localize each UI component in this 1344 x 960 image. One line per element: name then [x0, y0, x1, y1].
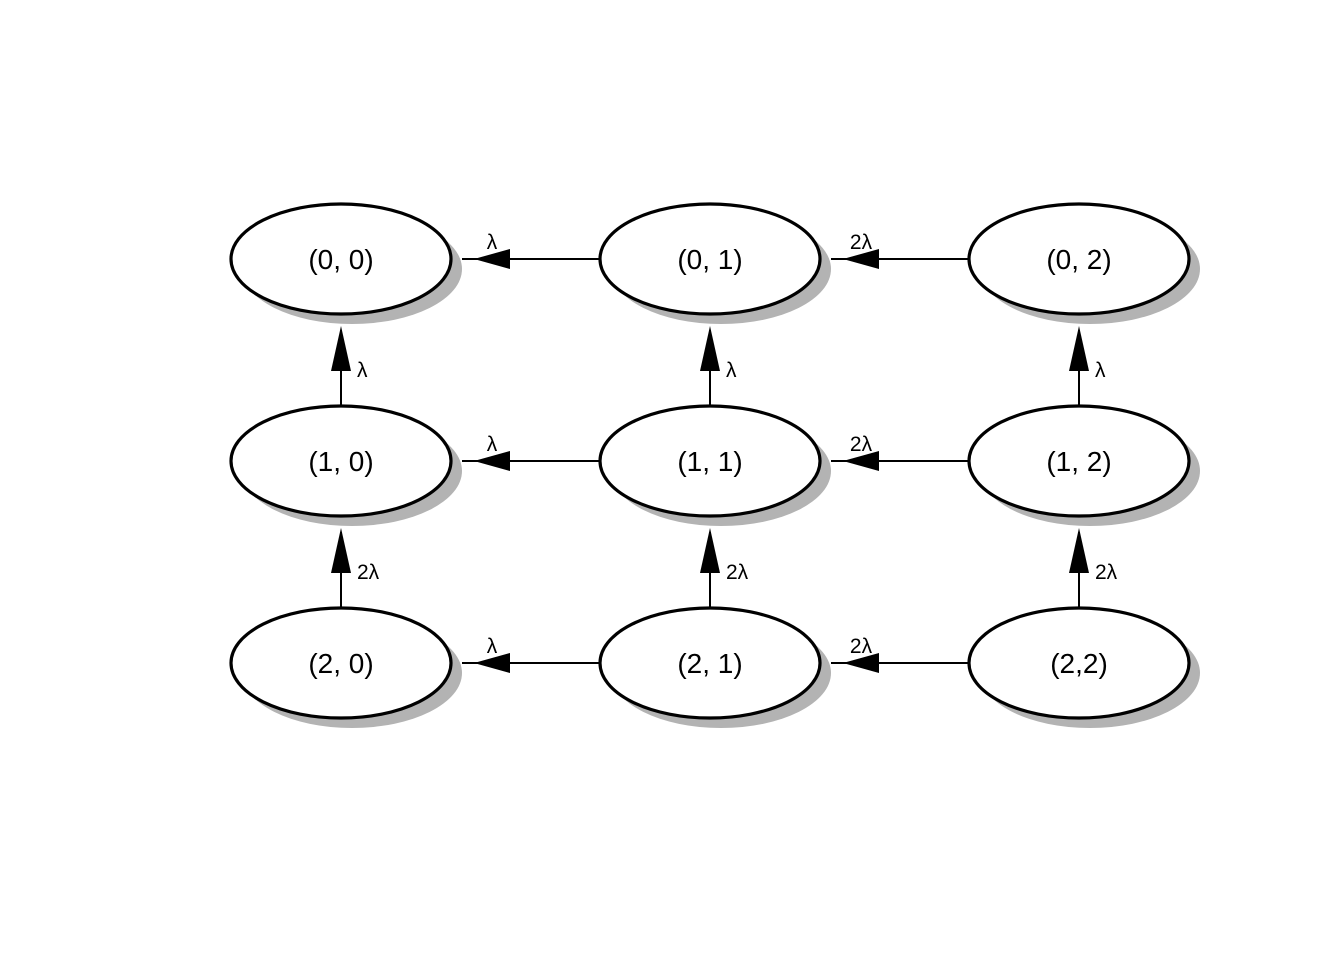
- nodes-layer: (0, 0) (0, 1) (0, 2) (1, 0) (1, 1) (1, 2) (2, …: [229, 202, 1200, 728]
- transition-edge: λ: [462, 433, 600, 471]
- transition-edge: λ: [700, 326, 737, 406]
- transition-edge: λ: [462, 231, 600, 269]
- arrowhead: [843, 653, 879, 673]
- node-label: (1, 0): [308, 446, 373, 477]
- state-node: (2, 1): [598, 606, 831, 728]
- edges-layer: λ 2λ λ 2λ λ 2λ λ λ λ 2λ 2λ 2λ: [331, 231, 1118, 673]
- edge-label: λ: [487, 231, 498, 254]
- transition-edge: λ: [1069, 326, 1106, 406]
- node-ellipse: [598, 606, 822, 720]
- arrowhead: [331, 326, 351, 371]
- edge-label: λ: [1095, 359, 1106, 382]
- node-ellipse: [229, 202, 453, 316]
- arrowhead: [1069, 326, 1089, 371]
- node-ellipse: [229, 606, 453, 720]
- state-node: (1, 1): [598, 404, 831, 526]
- node-label: (1, 2): [1046, 446, 1111, 477]
- transition-edge: 2λ: [831, 635, 969, 673]
- state-node: (1, 2): [967, 404, 1200, 526]
- state-node: (1, 0): [229, 404, 462, 526]
- node-label: (0, 2): [1046, 244, 1111, 275]
- transition-edge: λ: [462, 635, 600, 673]
- state-node: (2,2): [967, 606, 1200, 728]
- arrowhead: [700, 326, 720, 371]
- transition-edge: λ: [331, 326, 368, 406]
- arrowhead: [700, 528, 720, 573]
- arrowhead: [843, 249, 879, 269]
- node-label: (0, 0): [308, 244, 373, 275]
- edge-label: λ: [726, 359, 737, 382]
- node-ellipse: [229, 404, 453, 518]
- arrowhead: [474, 451, 510, 471]
- arrowhead: [474, 249, 510, 269]
- node-ellipse: [598, 202, 822, 316]
- edge-label: λ: [487, 433, 498, 456]
- edge-label: 2λ: [850, 635, 873, 658]
- node-ellipse: [967, 404, 1191, 518]
- node-label: (2,2): [1050, 648, 1108, 679]
- transition-edge: 2λ: [331, 528, 380, 608]
- edge-label: 2λ: [850, 433, 873, 456]
- state-node: (0, 0): [229, 202, 462, 324]
- edge-label: λ: [487, 635, 498, 658]
- transition-edge: 2λ: [831, 231, 969, 269]
- arrowhead: [474, 653, 510, 673]
- edge-label: 2λ: [850, 231, 873, 254]
- edge-label: 2λ: [726, 561, 749, 584]
- node-label: (0, 1): [677, 244, 742, 275]
- node-label: (2, 1): [677, 648, 742, 679]
- edge-label: λ: [357, 359, 368, 382]
- transition-edge: 2λ: [1069, 528, 1118, 608]
- edge-label: 2λ: [357, 561, 380, 584]
- transition-edge: 2λ: [700, 528, 749, 608]
- node-ellipse: [598, 404, 822, 518]
- state-node: (0, 1): [598, 202, 831, 324]
- arrowhead: [843, 451, 879, 471]
- state-node: (0, 2): [967, 202, 1200, 324]
- edge-label: 2λ: [1095, 561, 1118, 584]
- transition-edge: 2λ: [831, 433, 969, 471]
- arrowhead: [331, 528, 351, 573]
- state-node: (2, 0): [229, 606, 462, 728]
- node-label: (2, 0): [308, 648, 373, 679]
- node-ellipse: [967, 606, 1191, 720]
- node-label: (1, 1): [677, 446, 742, 477]
- arrowhead: [1069, 528, 1089, 573]
- node-ellipse: [967, 202, 1191, 316]
